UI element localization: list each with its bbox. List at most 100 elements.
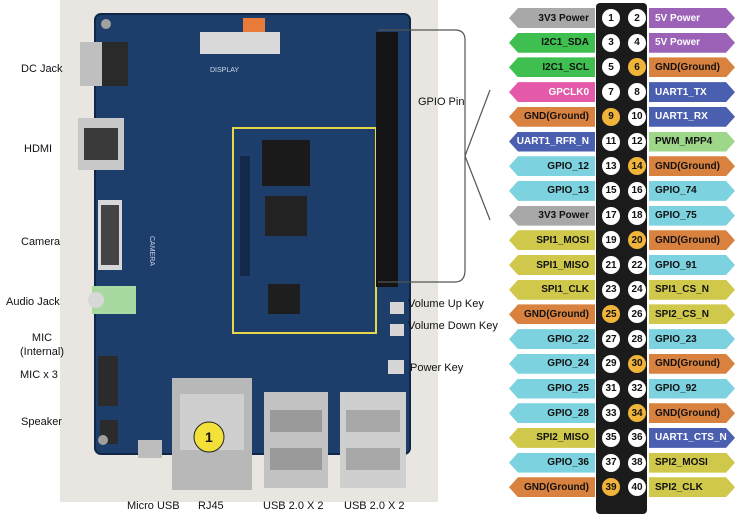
pin-label-16: GPIO_74 xyxy=(649,181,735,201)
power-key-button xyxy=(388,360,404,374)
marker-number: 1 xyxy=(205,429,213,445)
pin-number-37: 37 xyxy=(602,453,620,472)
label-gpio-pin: GPIO Pin xyxy=(418,96,465,108)
pin-number-23: 23 xyxy=(602,280,620,299)
label-volume-up-key: Volume Up Key xyxy=(408,298,484,310)
label-mic-x3: MIC x 3 xyxy=(20,369,58,381)
pin-label-32: GPIO_92 xyxy=(649,379,735,399)
pin-label-4: 5V Power xyxy=(649,33,735,53)
usb-right-housing xyxy=(340,392,406,488)
pin-label-37: GPIO_36 xyxy=(509,452,595,473)
chip-3 xyxy=(268,284,300,314)
chip-1 xyxy=(262,140,310,186)
marker-circle xyxy=(193,421,225,453)
gpio-header-pins xyxy=(376,32,398,287)
pin-label-36: UART1_CTS_N xyxy=(649,428,735,448)
pin-number-10: 10 xyxy=(628,107,646,126)
label-audio-jack: Audio Jack xyxy=(6,296,60,308)
usb-left-housing xyxy=(264,392,328,488)
pin-number-9: 9 xyxy=(602,107,620,126)
pin-number-28: 28 xyxy=(628,330,646,349)
pin-number-18: 18 xyxy=(628,206,646,225)
pin-number-38: 38 xyxy=(628,453,646,472)
pin-label-7: GPCLK0 xyxy=(509,82,595,103)
hdmi-port-inner xyxy=(84,128,118,160)
pin-label-39: GND(Ground) xyxy=(509,477,595,498)
pin-label-30: GND(Ground) xyxy=(649,354,735,374)
pin-number-22: 22 xyxy=(628,256,646,274)
camera-connector-slot xyxy=(101,205,119,265)
volume-up-key-button xyxy=(390,302,404,314)
pin-label-24: SPI1_CS_N xyxy=(649,280,735,300)
board-photo: DISPLAY CAMERA 1 xyxy=(6,0,498,512)
board-illustration: DISPLAY CAMERA 1 xyxy=(60,0,491,502)
pin-number-35: 35 xyxy=(602,428,620,447)
pin-label-1: 3V3 Power xyxy=(509,8,595,28)
usb-left-slot-2 xyxy=(270,448,322,470)
pin-number-16: 16 xyxy=(628,181,646,200)
pin-label-22: GPIO_91 xyxy=(649,255,735,275)
label-power-key: Power Key xyxy=(410,362,464,374)
pin-label-26: SPI2_CS_N xyxy=(649,304,735,324)
pin-number-21: 21 xyxy=(602,256,620,274)
pin-label-2: 5V Power xyxy=(649,8,735,28)
gpio-leader-bottom xyxy=(464,155,491,221)
pin-label-23: SPI1_CLK xyxy=(509,279,595,300)
volume-down-key-button xyxy=(390,324,404,336)
pin-number-5: 5 xyxy=(602,58,620,77)
pin-number-7: 7 xyxy=(602,83,620,102)
pin-label-27: GPIO_22 xyxy=(509,329,595,350)
pin-number-26: 26 xyxy=(628,305,646,324)
pin-label-14: GND(Ground) xyxy=(649,156,735,176)
pin-number-2: 2 xyxy=(628,9,646,27)
pin-number-32: 32 xyxy=(628,379,646,398)
pin-number-20: 20 xyxy=(628,231,646,250)
pin-label-10: UART1_RX xyxy=(649,107,735,127)
pin-label-38: SPI2_MOSI xyxy=(649,453,735,473)
pin-label-31: GPIO_25 xyxy=(509,378,595,399)
label-camera: Camera xyxy=(21,236,61,248)
pin-label-15: GPIO_13 xyxy=(509,180,595,201)
pin-label-25: GND(Ground) xyxy=(509,304,595,325)
pin-label-6: GND(Ground) xyxy=(649,57,735,77)
pin-number-25: 25 xyxy=(602,305,620,324)
pin-number-4: 4 xyxy=(628,33,646,52)
pin-number-17: 17 xyxy=(602,206,620,225)
pin-label-29: GPIO_24 xyxy=(509,353,595,374)
pin-label-5: I2C1_SCL xyxy=(509,57,595,78)
display-latch xyxy=(243,18,265,32)
pin-number-24: 24 xyxy=(628,280,646,299)
pin-number-8: 8 xyxy=(628,83,646,102)
pin-number-33: 33 xyxy=(602,404,620,423)
pin-label-3: I2C1_SDA xyxy=(509,32,595,53)
label-volume-down-key: Volume Down Key xyxy=(408,320,498,332)
usb-right-slot-2 xyxy=(346,448,400,470)
pin-number-14: 14 xyxy=(628,157,646,176)
pin-label-18: GPIO_75 xyxy=(649,206,735,226)
label-usb-right: USB 2.0 X 2 xyxy=(344,500,405,512)
pin-number-6: 6 xyxy=(628,58,646,77)
mount-hole-2 xyxy=(98,435,108,445)
micro-usb-port xyxy=(138,440,162,458)
pin-number-11: 11 xyxy=(602,132,620,151)
label-micro-usb: Micro USB xyxy=(127,500,180,512)
display-connector xyxy=(200,32,280,54)
pin-label-19: SPI1_MOSI xyxy=(509,230,595,251)
mount-hole-1 xyxy=(101,19,111,29)
mic-connector xyxy=(98,356,118,406)
pcb-board xyxy=(95,14,410,454)
pin-number-27: 27 xyxy=(602,330,620,349)
label-hdmi: HDMI xyxy=(24,143,53,155)
pin-number-19: 19 xyxy=(602,231,620,250)
pin-label-11: UART1_RFR_N xyxy=(509,131,595,152)
pin-number-31: 31 xyxy=(602,379,620,398)
audio-jack-ring xyxy=(88,292,104,308)
label-mic-internal: MIC (Internal) xyxy=(19,332,65,358)
chip-column xyxy=(240,156,250,276)
pin-number-30: 30 xyxy=(628,354,646,373)
label-rj45: RJ45 xyxy=(198,500,224,512)
label-dc-jack: DC Jack xyxy=(21,63,63,75)
pin-label-33: GPIO_28 xyxy=(509,403,595,424)
pin-label-17: 3V3 Power xyxy=(509,205,595,226)
